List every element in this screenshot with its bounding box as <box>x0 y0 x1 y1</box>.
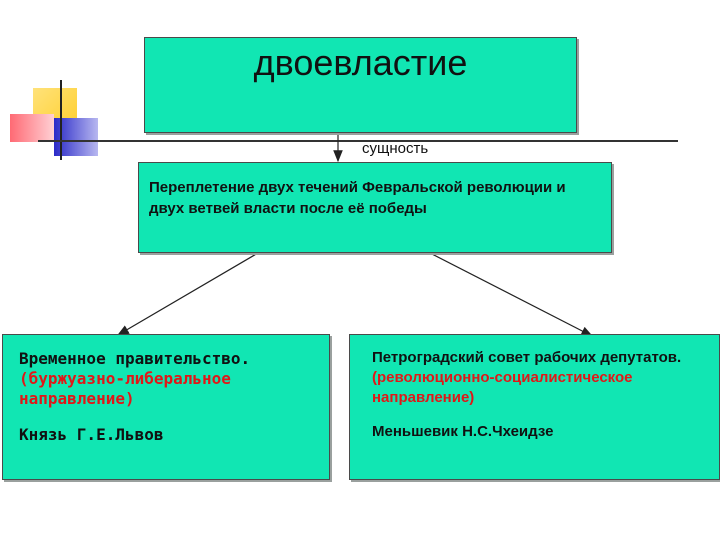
petrograd-soviet-box: Петроградский совет рабочих депутатов. (… <box>349 334 720 480</box>
connector-label: сущность <box>362 140 429 157</box>
essence-box: Переплетение двух течений Февральской ре… <box>138 162 612 253</box>
provisional-government-box: Временное правительство. (буржуазно-либе… <box>2 334 330 480</box>
title-box: двоевластие <box>144 37 577 133</box>
arrow-essence-to-right <box>429 252 594 337</box>
page-title: двоевластие <box>253 42 468 83</box>
right-heading: Петроградский совет рабочих депутатов. <box>372 349 682 366</box>
right-leader: Меньшевик Н.С.Чхеидзе <box>372 423 554 440</box>
decorative-red-square <box>10 114 54 142</box>
essence-text: Переплетение двух течений Февральской ре… <box>149 179 566 217</box>
arrow-essence-to-left <box>116 252 259 336</box>
left-heading: Временное правительство. <box>19 349 251 368</box>
left-leader: Князь Г.Е.Львов <box>19 425 164 444</box>
right-direction: (революционно-социалистическое направлен… <box>372 369 633 406</box>
decorative-vertical-line <box>60 80 62 160</box>
left-direction: (буржуазно-либеральное направление) <box>19 369 231 408</box>
decorative-horizontal-line <box>38 140 678 142</box>
